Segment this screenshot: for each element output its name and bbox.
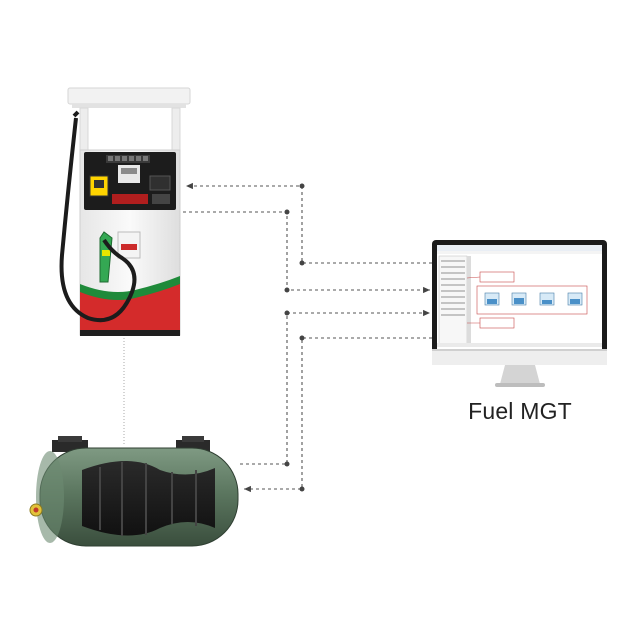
connector-tank-out xyxy=(240,309,430,465)
connector-tank-in xyxy=(244,337,432,493)
storage-tank-icon xyxy=(29,436,239,547)
system-label: Fuel MGT xyxy=(468,398,572,424)
computer-monitor-icon xyxy=(432,240,607,387)
fuel-dispenser-icon xyxy=(59,87,191,336)
connector-junctions xyxy=(284,183,305,492)
connector-lines xyxy=(183,182,432,493)
connector-pump-in xyxy=(186,182,432,264)
connector-pump-out xyxy=(183,211,430,294)
